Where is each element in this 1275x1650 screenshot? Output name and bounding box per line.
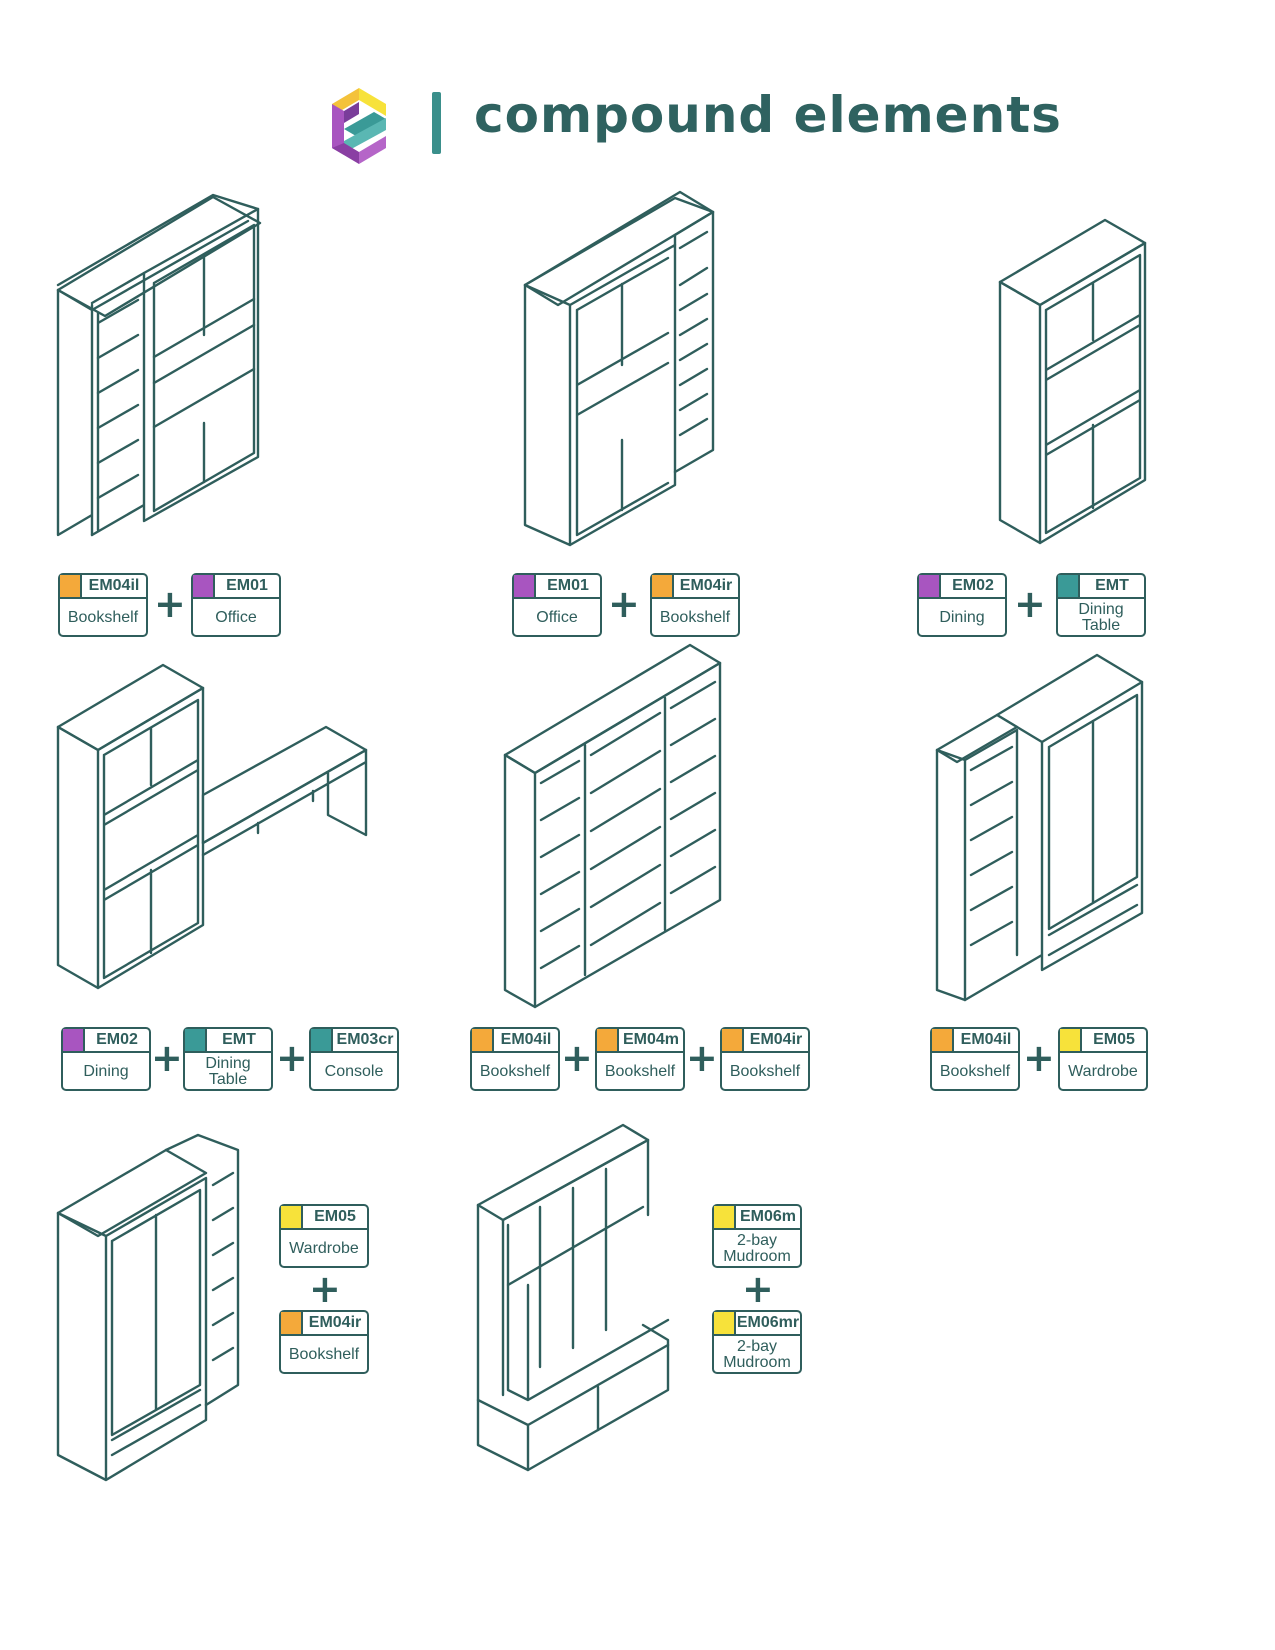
tag-code: EM04il (500, 1031, 552, 1048)
tag-label: Dining (939, 609, 985, 626)
plus-sign: + (1023, 1036, 1055, 1080)
tag-em06mr: EM06mr 2-bay Mudroom (712, 1310, 802, 1374)
drawing-bookshelf-wardrobe (935, 653, 1144, 1002)
tag-label: Bookshelf (939, 1063, 1011, 1080)
tag-code: EM04ir (749, 1031, 803, 1048)
drawing-dining (998, 218, 1147, 545)
plus-sign: + (1014, 582, 1046, 626)
tag-label: Dining (83, 1063, 129, 1080)
tag-label: 2-bay Mudroom (723, 1232, 791, 1265)
tag-code: EM04il (88, 577, 140, 594)
tag-code: EMT (1095, 577, 1129, 594)
plus-sign: + (608, 582, 640, 626)
plus-sign: + (686, 1036, 718, 1080)
plus-sign: + (742, 1267, 774, 1311)
tag-code: EM02 (952, 577, 994, 594)
drawing-wardrobe-bookshelf (56, 1133, 240, 1482)
tag-label: Bookshelf (288, 1346, 360, 1363)
plus-sign: + (276, 1036, 308, 1080)
tag-code: EM01 (547, 577, 589, 594)
tag-emt: EMT Dining Table (183, 1027, 273, 1091)
tag-label: Wardrobe (1068, 1063, 1138, 1080)
plus-sign: + (309, 1267, 341, 1311)
plus-sign: + (151, 1036, 183, 1080)
brand-logo (332, 88, 386, 164)
plus-sign: + (561, 1036, 593, 1080)
tag-code: EM04ir (308, 1314, 362, 1331)
tag-label: Office (215, 609, 257, 626)
tag-label: Bookshelf (67, 609, 139, 626)
tag-em06m: EM06m 2-bay Mudroom (712, 1204, 802, 1268)
tag-code: EM05 (314, 1208, 356, 1225)
tag-code: EM03cr (336, 1031, 394, 1048)
tag-label: Bookshelf (729, 1063, 801, 1080)
plus-sign: + (154, 582, 186, 626)
tag-label: Dining Table (1078, 601, 1124, 634)
tag-code: EM02 (96, 1031, 138, 1048)
tag-label: Office (536, 609, 578, 626)
tag-label: Bookshelf (659, 609, 731, 626)
drawing-three-bookshelves (503, 643, 722, 1009)
tag-code: EM01 (226, 577, 268, 594)
tag-code: EM05 (1093, 1031, 1135, 1048)
drawing-bookshelf-office (56, 193, 262, 537)
tag-label: Bookshelf (479, 1063, 551, 1080)
tag-label: Dining Table (205, 1055, 251, 1088)
page-title: compound elements (474, 86, 1062, 144)
tag-label: 2-bay Mudroom (723, 1338, 791, 1371)
tag-label: Bookshelf (604, 1063, 676, 1080)
tag-emt: EMT Dining Table (1056, 573, 1146, 637)
tag-code: EMT (222, 1031, 256, 1048)
tag-code: EM06mr (736, 1314, 800, 1331)
tag-label: Console (324, 1063, 384, 1080)
tag-label: Wardrobe (289, 1240, 359, 1257)
title-divider (432, 92, 441, 154)
drawing-dining-table-console (56, 663, 368, 990)
drawing-office-bookshelf (523, 190, 715, 547)
tag-code: EM04il (960, 1031, 1012, 1048)
tag-code: EM04ir (679, 577, 733, 594)
tag-code: EM04m (622, 1031, 680, 1048)
drawing-mudroom (476, 1123, 670, 1472)
tag-code: EM06m (739, 1208, 797, 1225)
